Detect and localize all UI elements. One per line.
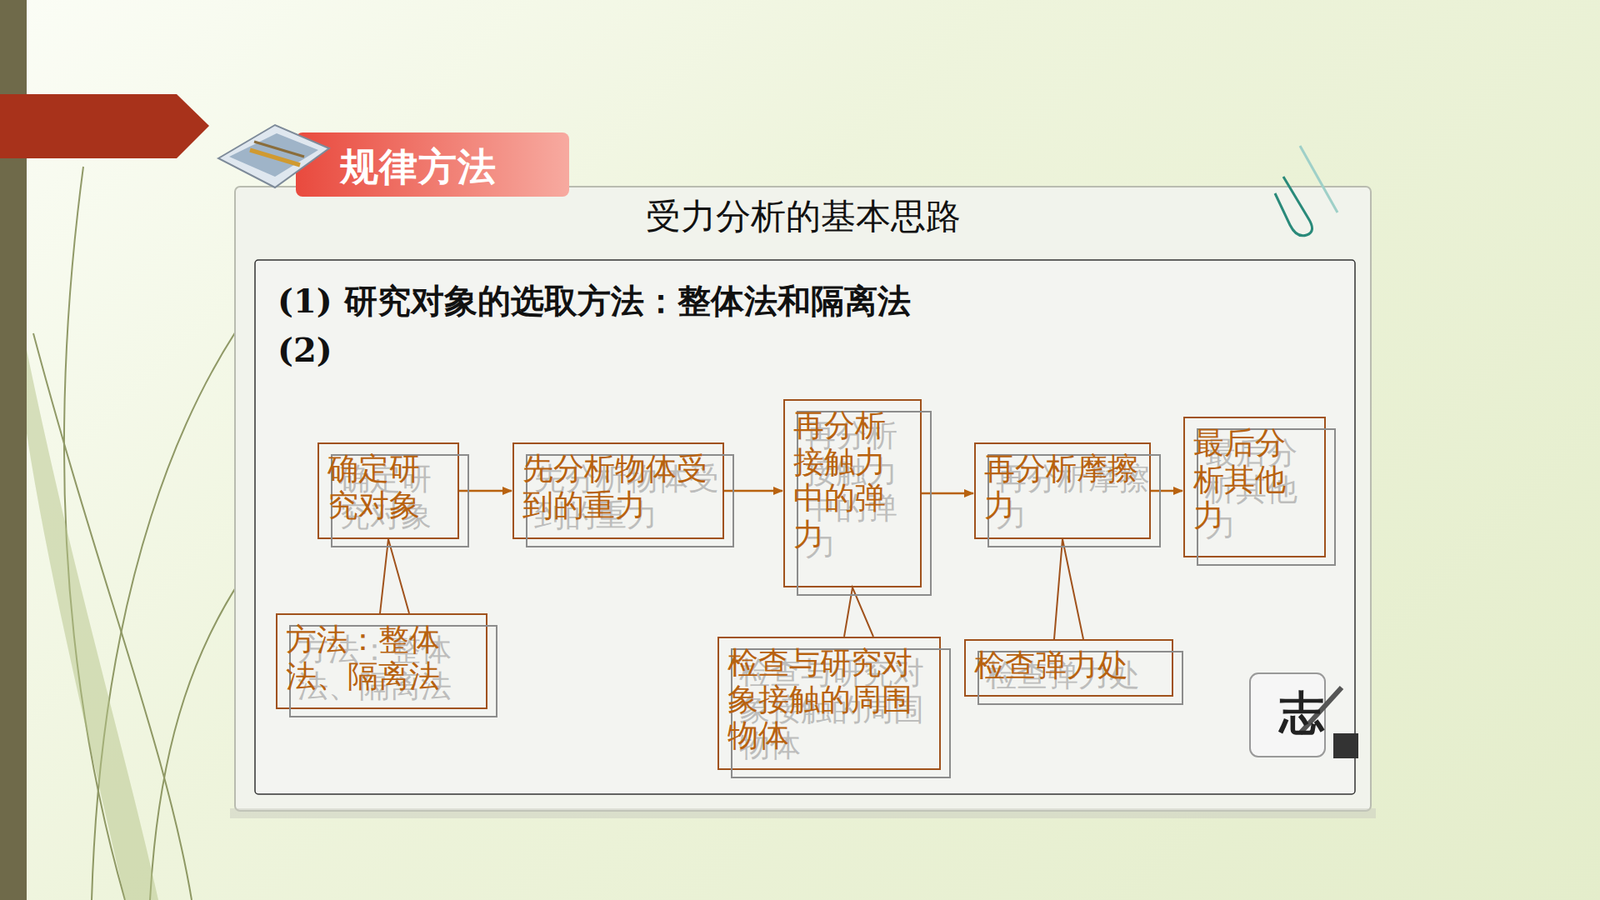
process-box: 确定研究对象 — [317, 442, 460, 540]
step-number: (2) — [277, 330, 333, 370]
section-label: 规律方法 — [340, 141, 497, 194]
box-text: 检查与研究对象接触的周围物体 — [727, 645, 931, 755]
flow-arrow — [724, 490, 783, 493]
box-text: 最后分析其他力 — [1193, 425, 1316, 535]
box-text: 方法：整体法、隔离法 — [285, 621, 478, 695]
icon-character: 志 — [1279, 683, 1325, 745]
inner-panel — [255, 260, 1355, 795]
paperclip — [1275, 145, 1338, 236]
book-icon — [218, 125, 330, 188]
callout-box: 方法：整体法、隔离法 — [275, 613, 488, 710]
callout-tail — [380, 539, 410, 614]
callout-box: 检查与研究对象接触的周围物体 — [717, 636, 941, 770]
pen-icon — [1250, 673, 1359, 759]
process-box: 再分析摩擦力 — [974, 442, 1151, 540]
process-box: 再分析接触力中的弹力 — [783, 399, 922, 588]
label-tab — [295, 132, 570, 197]
curve-fill — [26, 350, 159, 900]
panel-title: 受力分析的基本思路 — [235, 193, 1371, 240]
box-text: 先分析物体受到的重力 — [522, 450, 715, 524]
outer-panel — [235, 186, 1371, 811]
step-heading: (1) 研究对象的选取方法：整体法和隔离法 — [277, 278, 911, 325]
process-box: 最后分析其他力 — [1183, 416, 1326, 558]
box-text: 再分析接触力中的弹力 — [793, 407, 912, 554]
flow-arrow — [921, 492, 974, 495]
box-text: 确定研究对象 — [327, 450, 450, 524]
box-text: 检查弹力处 — [974, 647, 1164, 685]
flow-arrow — [459, 490, 512, 493]
callout-box: 检查弹力处 — [964, 639, 1174, 697]
callout-tail — [1054, 539, 1084, 640]
process-box: 先分析物体受到的重力 — [512, 442, 725, 540]
red-banner — [0, 94, 210, 159]
callout-tail — [844, 587, 874, 637]
flow-arrow — [1150, 490, 1183, 493]
box-text: 再分析摩擦力 — [984, 450, 1141, 524]
